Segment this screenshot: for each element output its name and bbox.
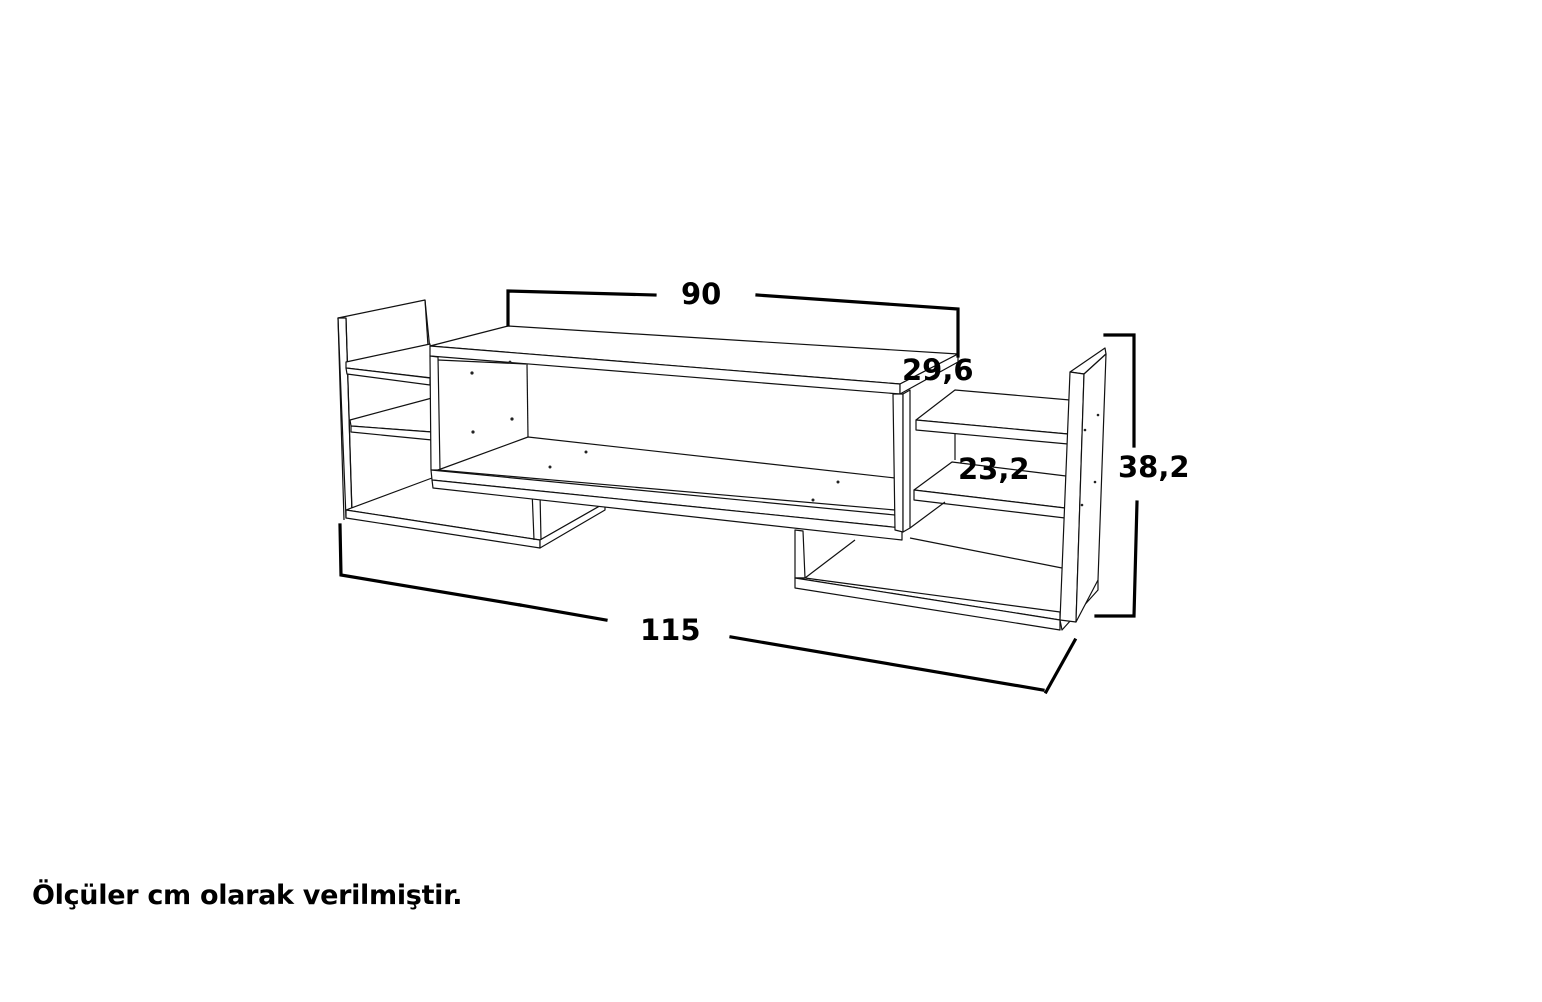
dim-line-height-bottom bbox=[1094, 500, 1139, 618]
left-bottom-base bbox=[345, 477, 606, 549]
units-note: Ölçüler cm olarak verilmiştir. bbox=[32, 880, 463, 911]
center-box bbox=[429, 325, 959, 541]
dim-label-total-width: 115 bbox=[640, 613, 701, 647]
right-side-panel bbox=[1059, 347, 1107, 623]
right-shelves bbox=[909, 389, 1071, 569]
dim-line-height-top bbox=[1103, 333, 1136, 448]
dim-line-width-left-b bbox=[518, 603, 608, 622]
dim-label-top-width: 90 bbox=[681, 277, 722, 311]
dim-line-width-left bbox=[338, 523, 522, 607]
dim-label-shelf-height: 23,2 bbox=[958, 452, 1030, 486]
dim-line-width-right-tick bbox=[1043, 637, 1078, 695]
dim-label-depth: 29,6 bbox=[902, 353, 974, 387]
dim-line-top-width-right bbox=[755, 293, 960, 358]
dim-line-width-right bbox=[729, 635, 1045, 692]
dim-label-total-height: 38,2 bbox=[1118, 450, 1190, 484]
dimension-lines bbox=[338, 289, 1139, 695]
dim-line-top-width-left bbox=[506, 289, 657, 327]
